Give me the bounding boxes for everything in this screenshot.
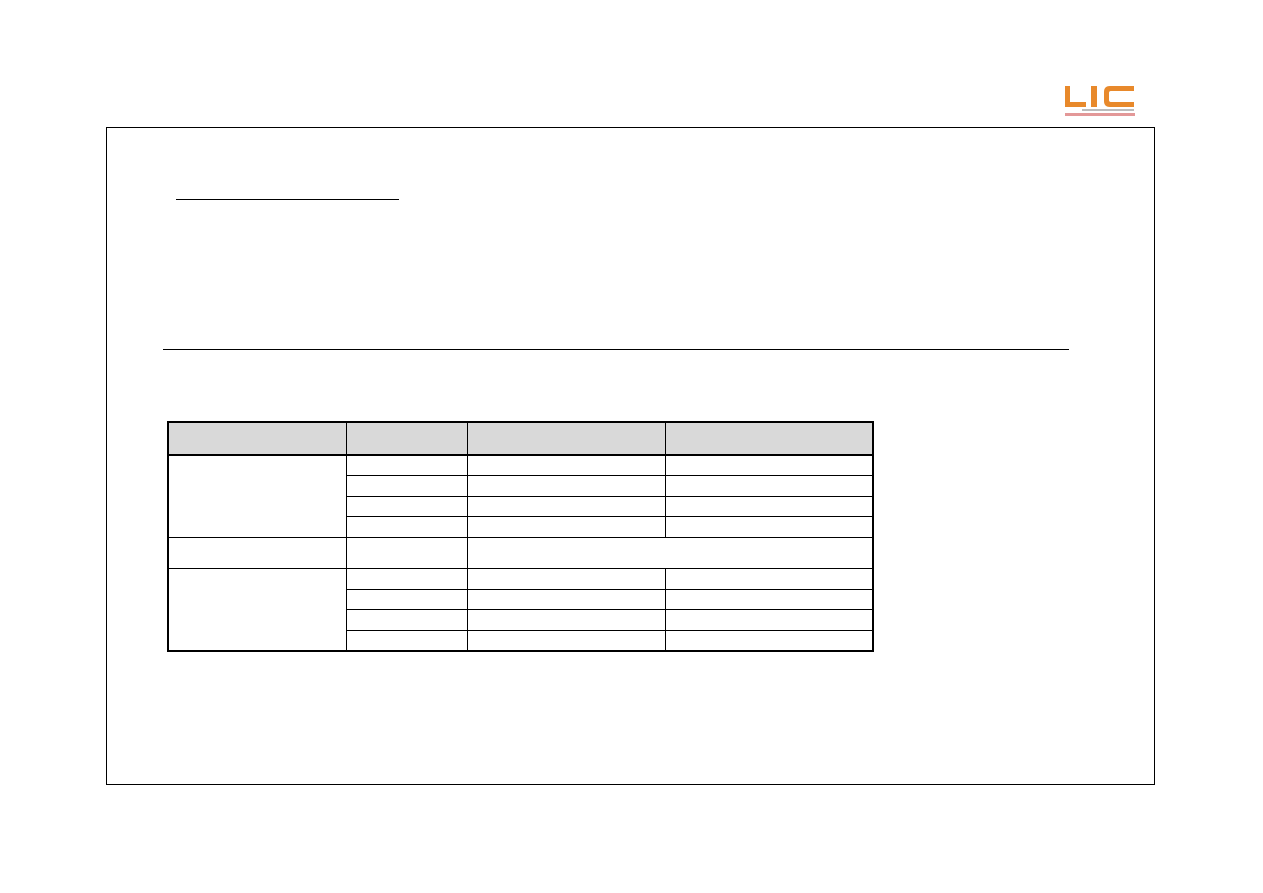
table-cell: [664, 568, 874, 590]
table-header-cell: [466, 421, 666, 456]
group-b-label: [167, 568, 347, 652]
table-cell: [345, 568, 468, 590]
table-cell: [466, 629, 666, 652]
table-row: [167, 568, 874, 652]
data-table: [167, 421, 874, 652]
merged-cell: [466, 536, 874, 570]
table-cell: [345, 454, 468, 477]
table-cell: [466, 475, 666, 497]
table-cell: [466, 588, 666, 611]
table-cell: [664, 609, 874, 631]
table-cell: [345, 609, 468, 631]
table-row: [168, 629, 874, 652]
table-row: [167, 454, 874, 538]
table-cell: [664, 495, 874, 518]
table-cell: [466, 454, 666, 477]
table-cell: [466, 568, 666, 590]
table-row: [167, 536, 874, 570]
table-cell: [664, 475, 874, 497]
table-header-cell: [664, 421, 874, 456]
lic-logo: [1064, 84, 1136, 118]
table-cell: [664, 454, 874, 477]
table-cell: [345, 495, 468, 518]
table-cell: [466, 516, 666, 538]
table-cell: [345, 588, 468, 611]
table-row: [168, 588, 874, 611]
table-cell: [345, 629, 468, 652]
table-header-cell: [345, 421, 468, 456]
table-cell: [345, 536, 468, 570]
table-cell: [664, 629, 874, 652]
table-cell: [466, 495, 666, 518]
data-table-container: [167, 421, 874, 652]
content-frame: [106, 127, 1155, 785]
table-cell: [664, 516, 874, 538]
table-cell: [466, 609, 666, 631]
table-row: [168, 609, 874, 631]
table-row: [168, 516, 874, 538]
group-a-label: [167, 454, 347, 538]
lic-logo-mark: [1065, 86, 1135, 116]
table-header-row: [167, 421, 874, 456]
table-cell: [345, 475, 468, 497]
section-heading-underline: [176, 199, 399, 200]
section-divider: [163, 349, 1069, 350]
table-cell: [345, 516, 468, 538]
middle-row-label: [167, 536, 347, 570]
table-header-cell: [167, 421, 347, 456]
table-cell: [664, 588, 874, 611]
